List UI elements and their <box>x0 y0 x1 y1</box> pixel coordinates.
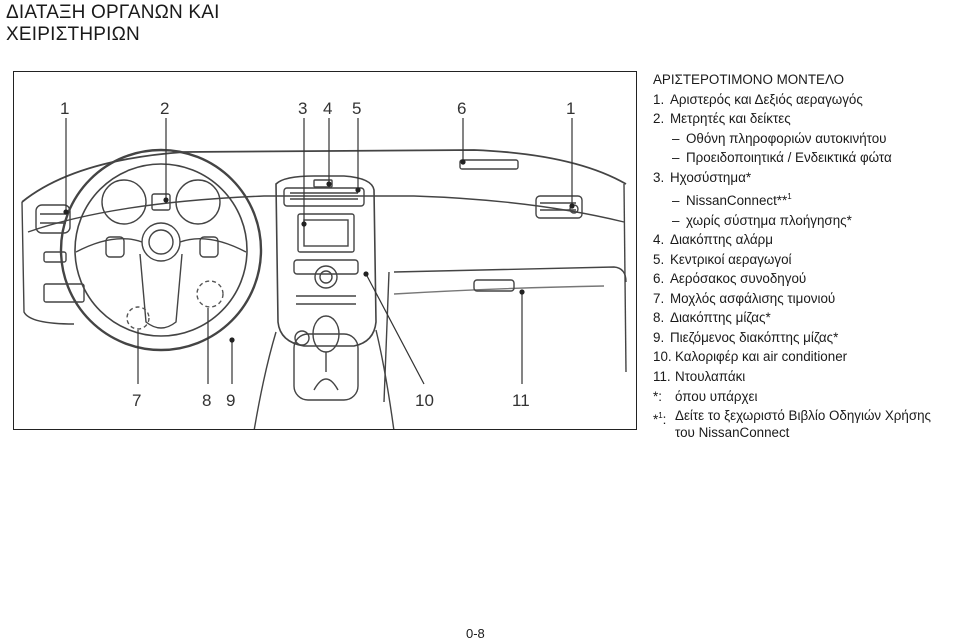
legend-item-7: 7. Μοχλός ασφάλισης τιμονιού <box>653 289 953 309</box>
legend-subitem-label: χωρίς σύστημα πλοήγησης* <box>686 212 852 228</box>
legend-subitem-label: NissanConnect** <box>686 193 788 208</box>
legend-item-label: Διακόπτης αλάρμ <box>670 232 773 247</box>
callout-1-left: 1 <box>60 99 69 118</box>
legend-item-label: Μοχλός ασφάλισης τιμονιού <box>670 290 836 306</box>
footnote-asterisk: * <box>653 412 659 427</box>
legend-item-number: 4. <box>653 232 665 247</box>
legend-subitem-display: –Οθόνη πληροφοριών αυτοκινήτου <box>653 129 953 149</box>
legend-item-label: Μετρητές και δείκτες <box>670 111 791 126</box>
legend-item-label: Ηχοσύστημα* <box>670 169 752 185</box>
dash: – <box>672 193 680 208</box>
page-title-line-1: ΔΙΑΤΑΞΗ ΟΡΓΑΝΩΝ ΚΑΙ <box>6 2 220 23</box>
legend-item-label: Αερόσακος συνοδηγού <box>670 271 807 286</box>
legend-subitem-warning-lights: –Προειδοποιητικά / Ενδεικτικά φώτα <box>653 148 953 168</box>
legend-heading: ΑΡΙΣΤΕΡΟΤΙΜΟΝΟ ΜΟΝΤΕΛΟ <box>653 72 845 87</box>
legend-item-label: Ντουλαπάκι <box>675 368 746 384</box>
legend-item-number: 3. <box>653 169 665 185</box>
legend-item-8: 8. Διακόπτης μίζας* <box>653 308 953 328</box>
dashboard-illustration: 1 2 3 4 5 6 1 7 8 9 10 11 <box>13 71 637 430</box>
legend-item-9: 9. Πιεζόμενος διακόπτης μίζας* <box>653 328 953 348</box>
callout-7: 7 <box>132 391 141 410</box>
footnote-text: Δείτε το ξεχωριστό Βιβλίο Οδηγιών Χρήσης… <box>675 408 932 440</box>
legend-item-number: 9. <box>653 329 665 345</box>
legend-item-label: Διακόπτης μίζας* <box>670 310 771 325</box>
dash: – <box>672 150 680 165</box>
legend-item-number: 5. <box>653 251 665 267</box>
callout-10: 10 <box>415 391 434 410</box>
legend-item-number: 1. <box>653 91 665 107</box>
footnote-text: όπου υπάρχει <box>675 389 758 404</box>
legend-item-label: Πιεζόμενος διακόπτης μίζας* <box>670 329 839 345</box>
legend-item-number: 11. <box>653 368 671 384</box>
legend: ΑΡΙΣΤΕΡΟΤΙΜΟΝΟ ΜΟΝΤΕΛΟ 1. Αριστερός και … <box>653 70 953 441</box>
legend-subitem-no-navigation: –χωρίς σύστημα πλοήγησης* <box>653 211 953 231</box>
footnote-mark: *1: <box>653 407 675 441</box>
legend-item-11: 11. Ντουλαπάκι <box>653 367 953 387</box>
legend-item-1: 1. Αριστερός και Δεξιός αεραγωγός <box>653 90 953 110</box>
leader-dots <box>63 159 575 343</box>
legend-item-6: 6. Αερόσακος συνοδηγού <box>653 269 953 289</box>
dashboard-drawing: 1 2 3 4 5 6 1 7 8 9 10 11 <box>21 99 627 429</box>
dash: – <box>672 130 680 146</box>
page-number: 0-8 <box>466 626 485 641</box>
page-title-line-2: ΧΕΙΡΙΣΤΗΡΙΩΝ <box>6 24 140 45</box>
callout-1-right: 1 <box>566 99 575 118</box>
legend-subitem-nissanconnect: –NissanConnect**1 <box>653 187 953 211</box>
legend-item-10: 10. Καλοριφέρ και air conditioner <box>653 347 953 367</box>
callout-8: 8 <box>202 391 211 410</box>
legend-item-2: 2. Μετρητές και δείκτες <box>653 109 953 129</box>
footnote-mark: *: <box>653 389 662 404</box>
footnote-nissanconnect-manual: *1: Δείτε το ξεχωριστό Βιβλίο Οδηγιών Χρ… <box>653 407 953 441</box>
legend-item-3: 3. Ηχοσύστημα* <box>653 168 953 188</box>
callout-9: 9 <box>226 391 235 410</box>
legend-item-label: Κεντρικοί αεραγωγοί <box>670 251 792 267</box>
dash: – <box>672 212 680 228</box>
callout-2: 2 <box>160 99 169 118</box>
footnote-where-fitted: *: όπου υπάρχει <box>653 388 953 405</box>
legend-subitem-label: Προειδοποιητικά / Ενδεικτικά φώτα <box>686 150 892 165</box>
page-title: ΔΙΑΤΑΞΗ ΟΡΓΑΝΩΝ ΚΑΙ ΧΕΙΡΙΣΤΗΡΙΩΝ <box>6 2 220 46</box>
footnote-superscript: 1 <box>787 192 792 201</box>
legend-item-label: Καλοριφέρ και air conditioner <box>675 349 848 364</box>
callout-6: 6 <box>457 99 466 118</box>
footnote-colon: : <box>662 412 667 427</box>
legend-item-number: 6. <box>653 271 665 286</box>
legend-item-number: 2. <box>653 111 665 126</box>
legend-item-4: 4. Διακόπτης αλάρμ <box>653 230 953 250</box>
footnote-superscript: 1 <box>658 411 663 420</box>
callout-3: 3 <box>298 99 307 118</box>
legend-item-number: 7. <box>653 290 665 306</box>
legend-item-number: 8. <box>653 310 665 325</box>
callout-11: 11 <box>512 391 530 410</box>
legend-subitem-label: Οθόνη πληροφοριών αυτοκινήτου <box>686 130 887 146</box>
legend-item-label: Αριστερός και Δεξιός αεραγωγός <box>670 91 863 107</box>
legend-item-number: 10. <box>653 349 672 364</box>
callout-4: 4 <box>323 99 332 118</box>
callout-5: 5 <box>352 99 361 118</box>
legend-item-5: 5. Κεντρικοί αεραγωγοί <box>653 250 953 270</box>
